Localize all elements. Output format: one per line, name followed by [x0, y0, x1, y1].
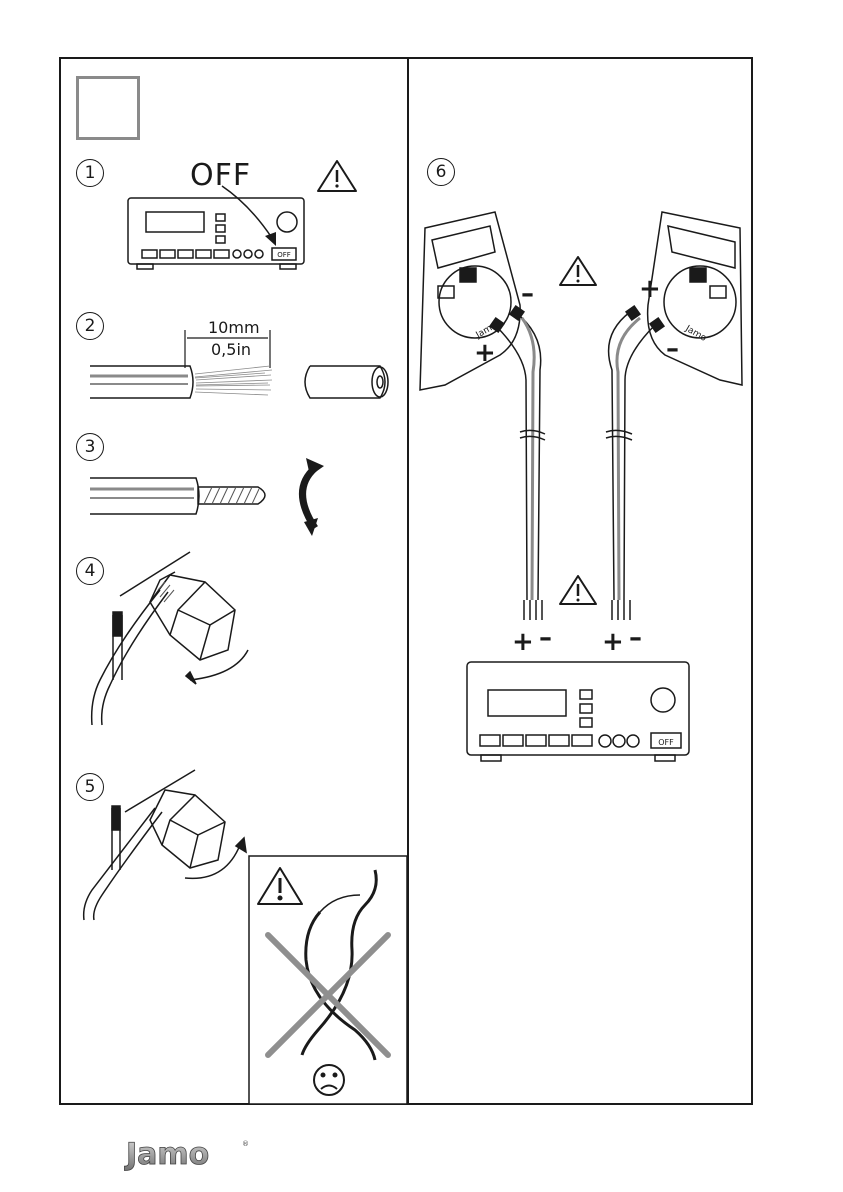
lower-warning-icon [560, 576, 596, 604]
svg-text:Jamo: Jamo [124, 1137, 209, 1172]
binding-post-loosen-illustration [92, 552, 248, 725]
amp-large-off-button-label: OFF [658, 738, 674, 747]
insulation-sleeve-illustration [305, 366, 388, 398]
cable-twist-illustration [90, 478, 265, 514]
svg-text:®: ® [242, 1140, 248, 1148]
short-circuit-warning-box [249, 856, 407, 1104]
cable-strip-illustration [90, 366, 272, 398]
off-pointer-arrow [222, 186, 276, 246]
amplifier-large-illustration [467, 662, 689, 761]
svg-text:Jamo: Jamo [683, 323, 709, 344]
warning-icon [318, 161, 356, 191]
right-speaker-back-illustration: Jamo [648, 212, 742, 385]
right-speaker-cable [606, 306, 664, 620]
jamo-logo: Jamo ® [124, 1137, 248, 1173]
left-warning-icon [560, 257, 596, 285]
binding-post-tighten-illustration [84, 770, 246, 920]
left-speaker-cable [490, 306, 545, 620]
twist-rotation-icon [303, 458, 325, 536]
dimension-marker [185, 330, 270, 368]
amp-off-button-label: OFF [277, 251, 291, 259]
left-speaker-back-illustration: Jamo [420, 212, 520, 390]
